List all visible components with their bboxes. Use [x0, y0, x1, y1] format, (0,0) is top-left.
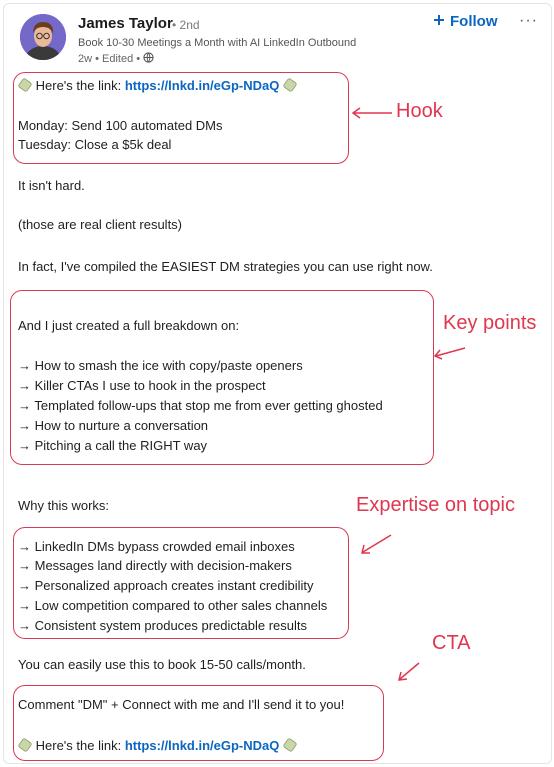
avatar[interactable] — [20, 14, 66, 60]
post-meta: 2w • Edited • — [78, 52, 154, 66]
cta-link-prefix: Here's the link: — [35, 738, 122, 753]
why-point-item: → Low competition compared to other sale… — [18, 598, 328, 613]
follow-button[interactable]: Follow — [433, 13, 498, 30]
cta-link-line: Here's the link: https://lnkd.in/eGp-NDa… — [18, 738, 297, 756]
plus-icon — [433, 13, 445, 30]
paragraph: (those are real client results) — [18, 217, 183, 232]
hook-link-line: Here's the link: https://lnkd.in/eGp-NDa… — [18, 78, 297, 96]
why-point-item: → Messages land directly with decision-m… — [18, 558, 292, 573]
key-point-item: → How to smash the ice with copy/paste o… — [18, 358, 303, 373]
more-icon[interactable]: ··· — [519, 12, 538, 29]
why-point-item: → Consistent system produces predictable… — [18, 618, 308, 633]
annotation-arrow-hook — [351, 107, 392, 119]
paragraph: In fact, I've compiled the EASIEST DM st… — [18, 259, 433, 274]
why-heading: Why this works: — [18, 498, 110, 513]
key-point-item: → Pitching a call the RIGHT way — [18, 438, 208, 453]
post-card — [3, 3, 552, 764]
key-point-item: → Templated follow-ups that stop me from… — [18, 398, 383, 413]
key-point-item: → How to nurture a conversation — [18, 418, 209, 433]
annotation-key-points: Key points — [443, 312, 537, 334]
follow-label: Follow — [450, 13, 498, 30]
tuesday-line: Tuesday: Close a $5k deal — [18, 137, 172, 152]
post-link[interactable]: https://lnkd.in/eGp-NDaQ — [124, 78, 280, 93]
author-name[interactable]: James Taylor — [78, 15, 173, 32]
annotation-cta: CTA — [432, 632, 471, 654]
key-point-item: → Killer CTAs I use to hook in the prosp… — [18, 378, 266, 393]
hook-prefix: Here's the link: — [35, 78, 122, 93]
post-link[interactable]: https://lnkd.in/eGp-NDaQ — [124, 738, 280, 753]
breakdown-intro: And I just created a full breakdown on: — [18, 318, 240, 333]
connection-degree: • 2nd — [172, 18, 200, 32]
annotation-hook: Hook — [396, 100, 443, 122]
annotation-arrow-key-points — [433, 347, 466, 360]
globe-icon — [143, 52, 154, 66]
calls-line: You can easily use this to book 15-50 ca… — [18, 657, 306, 672]
annotation-arrow-cta — [398, 662, 420, 681]
hook-highlight-box — [13, 72, 349, 164]
post-meta-text: 2w • Edited • — [78, 53, 141, 65]
why-point-item: → Personalized approach creates instant … — [18, 578, 314, 593]
author-headline: Book 10-30 Meetings a Month with AI Link… — [78, 37, 357, 49]
why-point-item: → LinkedIn DMs bypass crowded email inbo… — [18, 539, 295, 554]
link-emoji-icon — [283, 78, 297, 96]
cta-highlight-box — [13, 685, 384, 761]
cta-line: Comment "DM" + Connect with me and I'll … — [18, 697, 345, 712]
paragraph: It isn't hard. — [18, 178, 85, 193]
expertise-highlight-box — [13, 527, 349, 639]
annotation-expertise: Expertise on topic — [356, 494, 515, 516]
key-points-highlight-box — [10, 290, 434, 465]
monday-line: Monday: Send 100 automated DMs — [18, 118, 223, 133]
link-emoji-icon — [283, 738, 297, 756]
annotation-arrow-expertise — [361, 534, 392, 554]
